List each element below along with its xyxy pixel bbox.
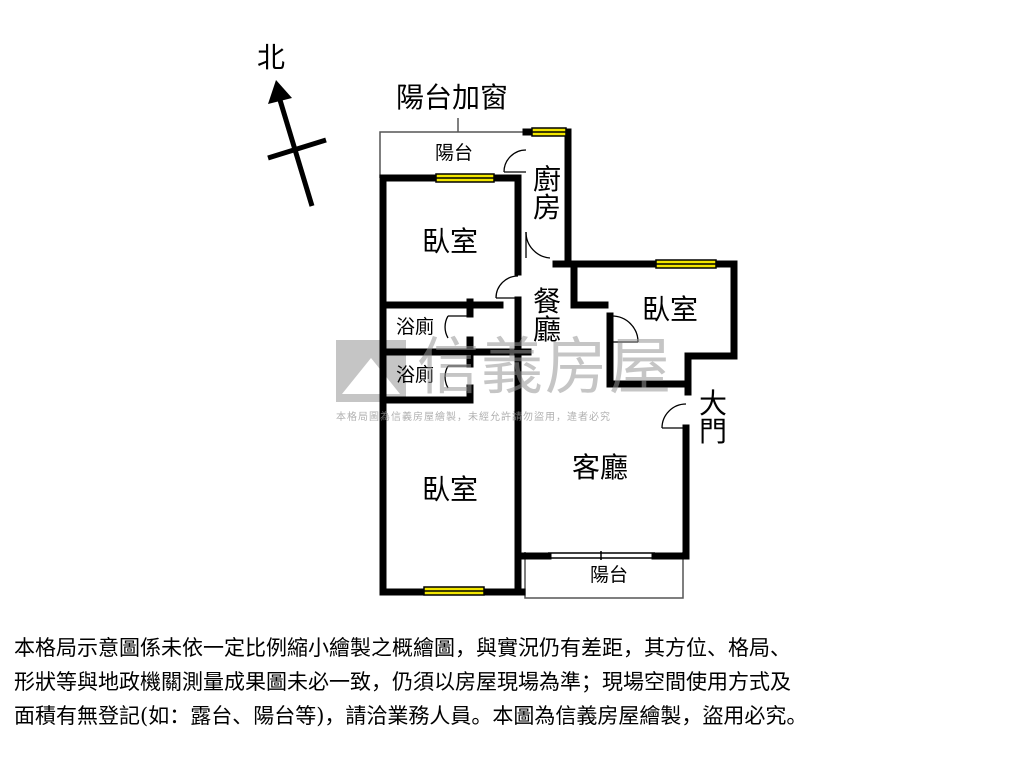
- bedroom-bottom-label: 臥室: [422, 473, 479, 506]
- bedroom-right-label: 臥室: [642, 293, 699, 326]
- disclaimer: 本格局示意圖係未依一定比例縮小繪製之概繪圖，與實況仍有差距，其方位、格局、 形狀…: [14, 631, 1014, 733]
- bathroom-2-label: 浴廁: [396, 364, 435, 386]
- balcony-bottom-label: 陽台: [590, 564, 629, 586]
- north-arrow-icon: [267, 80, 327, 207]
- balcony-top-label: 陽台: [435, 142, 474, 164]
- watermark-notice: 本格局圖為信義房屋繪製，未經允許請勿盜用，違者必究: [336, 412, 611, 423]
- watermark-brand: 信義房屋: [417, 330, 674, 403]
- dining-label: 餐廳: [532, 285, 561, 346]
- floor-plan: [267, 80, 738, 599]
- door-swings: [444, 149, 687, 429]
- disclaimer-line-3: 面積有無登記(如：露台、陽台等)，請洽業務人員。本圖為信義房屋繪製，盜用必究。: [14, 704, 808, 728]
- windows: [423, 127, 717, 596]
- kitchen-label: 廚房: [532, 163, 561, 224]
- disclaimer-line-2: 形狀等與地政機關測量成果圖未必一致，仍須以房屋現場為準；現場空間使用方式及: [14, 670, 791, 694]
- balcony-window-label: 陽台加窗: [396, 81, 509, 114]
- sliding-door-icon: [548, 551, 655, 560]
- balcony-outlines: [379, 118, 684, 599]
- bedroom-top-label: 臥室: [422, 225, 479, 258]
- main-door-label: 大門: [698, 387, 727, 448]
- living-room-label: 客廳: [572, 451, 629, 484]
- disclaimer-line-1: 本格局示意圖係未依一定比例縮小繪製之概繪圖，與實況仍有差距，其方位、格局、: [14, 636, 791, 660]
- bathroom-1-label: 浴廁: [396, 316, 435, 338]
- walls: [379, 128, 738, 596]
- compass-north-label: 北: [257, 41, 286, 74]
